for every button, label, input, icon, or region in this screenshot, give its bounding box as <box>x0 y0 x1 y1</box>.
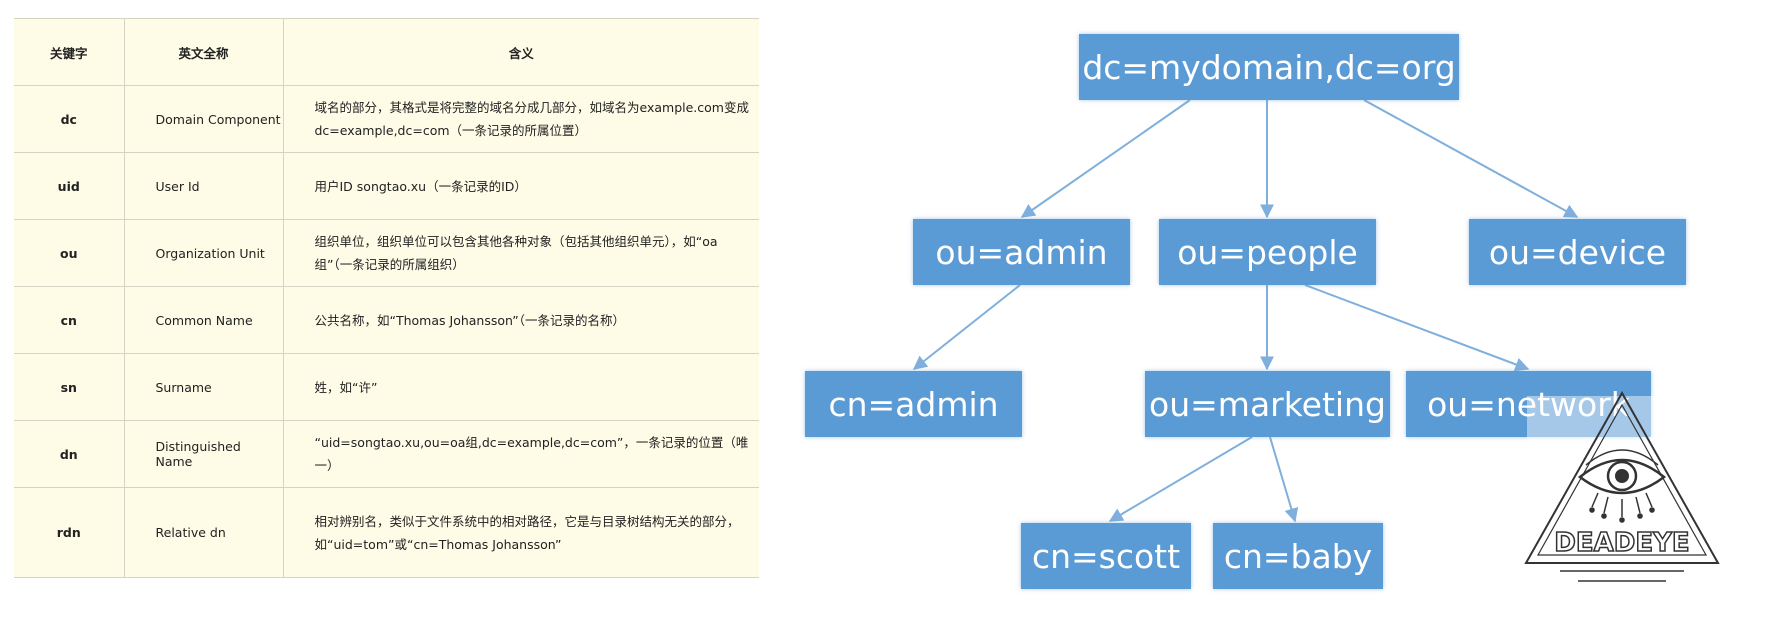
row-meaning: 域名的部分，其格式是将完整的域名分成几部分，如域名为example.com变成d… <box>282 85 759 153</box>
edge-root-device <box>1363 99 1579 218</box>
watermark-fade <box>1527 396 1757 442</box>
row-full-name: User Id <box>123 152 283 220</box>
row-full-name: Distinguished Name <box>123 420 283 488</box>
edge-admin-cnadmin <box>912 284 1021 370</box>
row-meaning: 公共名称，如“Thomas Johansson”（一条记录的名称） <box>282 286 759 354</box>
row-meaning: “uid=songtao.xu,ou=oa组,dc=example,dc=com… <box>282 420 759 488</box>
row-meaning: 用户ID songtao.xu（一条记录的ID） <box>282 152 759 220</box>
row-keyword: ou <box>14 219 124 287</box>
node-ou-device: ou=device <box>1469 219 1686 285</box>
node-cn-baby: cn=baby <box>1213 523 1383 589</box>
row-keyword: sn <box>14 353 124 421</box>
edge-marketing-baby <box>1269 436 1299 523</box>
table-row: uid User Id 用户ID songtao.xu（一条记录的ID） <box>14 152 759 220</box>
edge-marketing-scott <box>1108 436 1253 522</box>
row-keyword: rdn <box>14 487 124 578</box>
table-row: rdn Relative dn 相对辨别名，类似于文件系统中的相对路径，它是与目… <box>14 487 759 578</box>
ldap-keyword-table: 关键字 英文全称 含义 dc Domain Component 域名的部分，其格… <box>14 18 759 578</box>
row-meaning: 组织单位，组织单位可以包含其他各种对象（包括其他组织单元），如“oa组”（一条记… <box>282 219 759 287</box>
table-row: cn Common Name 公共名称，如“Thomas Johansson”（… <box>14 286 759 354</box>
table-row: sn Surname 姓，如“许” <box>14 353 759 421</box>
row-meaning: 姓，如“许” <box>282 353 759 421</box>
row-keyword: cn <box>14 286 124 354</box>
edge-root-admin <box>1020 99 1191 218</box>
header-full-name: 英文全称 <box>123 18 283 86</box>
node-cn-scott: cn=scott <box>1021 523 1191 589</box>
table-row: dc Domain Component 域名的部分，其格式是将完整的域名分成几部… <box>14 85 759 153</box>
row-keyword: dc <box>14 85 124 153</box>
table-header-row: 关键字 英文全称 含义 <box>14 18 759 86</box>
row-full-name: Domain Component <box>123 85 283 153</box>
row-meaning: 相对辨别名，类似于文件系统中的相对路径，它是与目录树结构无关的部分，如“uid=… <box>282 487 759 578</box>
row-keyword: dn <box>14 420 124 488</box>
row-full-name: Organization Unit <box>123 219 283 287</box>
edge-people-network <box>1304 284 1530 372</box>
header-keyword: 关键字 <box>14 18 124 86</box>
header-meaning: 含义 <box>282 18 759 86</box>
deadeye-watermark-logo: DEADEYE <box>1524 390 1720 582</box>
row-full-name: Surname <box>123 353 283 421</box>
table-row: ou Organization Unit 组织单位，组织单位可以包含其他各种对象… <box>14 219 759 287</box>
node-cn-admin: cn=admin <box>805 371 1022 437</box>
node-ou-people: ou=people <box>1159 219 1376 285</box>
row-full-name: Common Name <box>123 286 283 354</box>
table-row: dn Distinguished Name “uid=songtao.xu,ou… <box>14 420 759 488</box>
node-ou-marketing: ou=marketing <box>1145 371 1390 437</box>
row-keyword: uid <box>14 152 124 220</box>
node-root-domain: dc=mydomain,dc=org <box>1079 34 1459 100</box>
node-ou-admin: ou=admin <box>913 219 1130 285</box>
row-full-name: Relative dn <box>123 487 283 578</box>
watermark-text: DEADEYE <box>1554 528 1689 558</box>
